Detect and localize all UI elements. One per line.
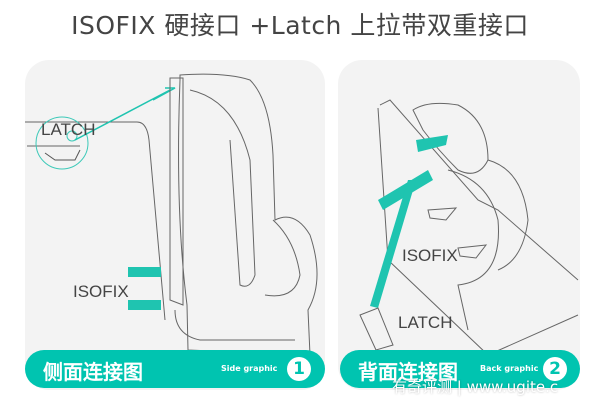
latch-label: LATCH: [398, 313, 453, 332]
caption-en: Back graphic: [480, 364, 539, 373]
side-graphic-panel: LATCH ISOFIX: [25, 60, 325, 390]
step-number-badge: 1: [287, 357, 311, 381]
back-view-car-seat-illustration: [359, 99, 579, 356]
back-graphic-panel: ISOFIX LATCH: [338, 60, 580, 390]
caption-en: Side graphic: [221, 364, 278, 373]
back-graphic-caption-bar: 背面连接图 Back graphic 2: [340, 350, 580, 388]
caption-cn: 背面连接图: [358, 360, 458, 384]
latch-label: LATCH: [41, 120, 96, 139]
isofix-label: ISOFIX: [73, 282, 129, 301]
caption-cn: 侧面连接图: [43, 360, 143, 384]
isofix-label: ISOFIX: [402, 246, 458, 265]
side-graphic-caption-bar: 侧面连接图 Side graphic 1: [25, 350, 325, 388]
side-view-car-seat-illustration: [25, 73, 318, 356]
step-number-badge: 2: [543, 357, 567, 381]
page-title: ISOFIX 硬接口 +Latch 上拉带双重接口: [71, 11, 529, 40]
watermark: 有奇评测 | www.ugite.c: [392, 378, 559, 396]
